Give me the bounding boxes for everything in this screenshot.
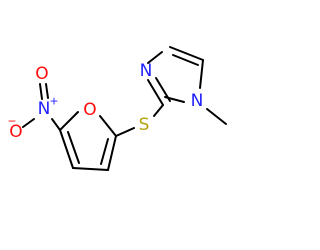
bond-c5furan-c4furan-double [67, 131, 80, 164]
bond-c4-c5 [169, 46, 204, 61]
nitro-o-charge: − [7, 115, 16, 128]
bond-n1-methyl [206, 108, 227, 125]
atom-nitro-o-double: O [35, 64, 48, 84]
bond-c2furan-o [99, 115, 117, 137]
bond-c5-n1 [199, 59, 204, 89]
bond-c2-s [153, 104, 164, 117]
bond-o-c5furan [59, 111, 79, 131]
atom-n3: N [140, 61, 153, 81]
bond-nitro-o-double-a [39, 83, 43, 100]
bond-s-c2furan [115, 127, 135, 137]
bond-nitro-o-double-b [45, 83, 49, 99]
molecule-structure: N N O S N + O O − [7, 46, 227, 171]
bond-c2-n3-double [155, 77, 171, 102]
atom-s: S [139, 115, 150, 135]
bond-nitro-o-single [22, 118, 35, 128]
bond-c2-n3 [147, 79, 164, 106]
bond-c5furan-c4furan [59, 129, 74, 169]
bond-c4furan-c3furan [72, 167, 109, 171]
atom-nitro-o-single: O [9, 122, 22, 142]
bond-c3furan-c2furan [107, 135, 117, 171]
atom-n1: N [191, 91, 204, 111]
atom-furan-o: O [83, 100, 96, 120]
nitro-n-charge: + [49, 95, 58, 108]
bond-n3-c4 [147, 51, 163, 64]
bond-c3furan-c2furan-double [100, 138, 109, 165]
atom-nitro-n: N [38, 99, 51, 119]
bond-c4-c5-double [172, 54, 199, 66]
bond-c5furan-nitro [51, 118, 61, 131]
